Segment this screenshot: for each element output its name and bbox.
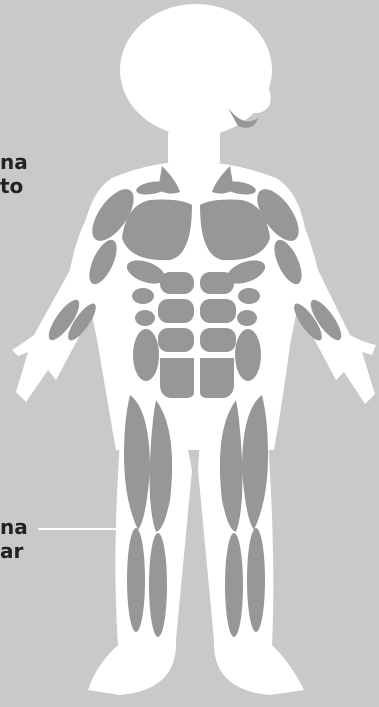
lower-label: na ar <box>0 515 22 563</box>
right-calf-inner <box>247 528 265 632</box>
ab-1-left <box>160 272 194 294</box>
left-oblique <box>133 329 159 381</box>
left-serratus-2 <box>135 310 155 326</box>
left-calf-outer <box>127 528 145 632</box>
ab-2-left <box>158 299 194 323</box>
head <box>120 4 272 136</box>
ab-3-right <box>200 328 236 352</box>
right-serratus-2 <box>237 310 257 326</box>
ab-4-left <box>160 358 194 398</box>
left-calf-inner <box>149 533 167 637</box>
left-serratus-1 <box>132 288 154 304</box>
ab-1-right <box>200 272 234 294</box>
ab-2-right <box>200 299 236 323</box>
upper-label: na to <box>0 150 22 198</box>
ab-4-right <box>200 358 234 398</box>
right-oblique <box>235 329 261 381</box>
body-silhouette <box>12 4 376 695</box>
right-calf-outer <box>225 533 243 637</box>
right-serratus-1 <box>238 288 260 304</box>
ab-3-left <box>158 328 194 352</box>
